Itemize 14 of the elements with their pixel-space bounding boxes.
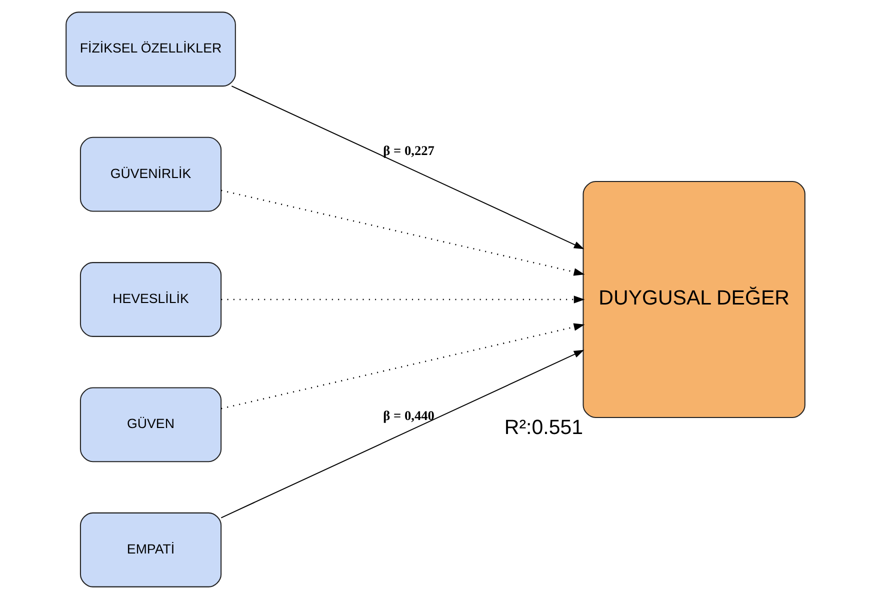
node-box: EMPATİ bbox=[79, 512, 222, 588]
arrow bbox=[220, 190, 584, 276]
node-box: GÜVENİRLİK bbox=[79, 136, 222, 212]
node-box: GÜVEN bbox=[79, 387, 222, 462]
edge-label: β = 0,440 bbox=[382, 408, 434, 423]
arrow bbox=[230, 86, 584, 250]
arrow bbox=[220, 323, 584, 410]
edge-label: β = 0,227 bbox=[382, 143, 434, 158]
node-box: FİZİKSEL ÖZELLİKLER bbox=[65, 12, 236, 87]
arrow bbox=[220, 296, 584, 304]
node-label: R²:0.551 bbox=[504, 416, 583, 439]
node-box: DUYGUSAL DEĞER bbox=[582, 180, 805, 418]
arrow bbox=[220, 350, 584, 518]
node-box: HEVESLİLİK bbox=[79, 262, 222, 337]
